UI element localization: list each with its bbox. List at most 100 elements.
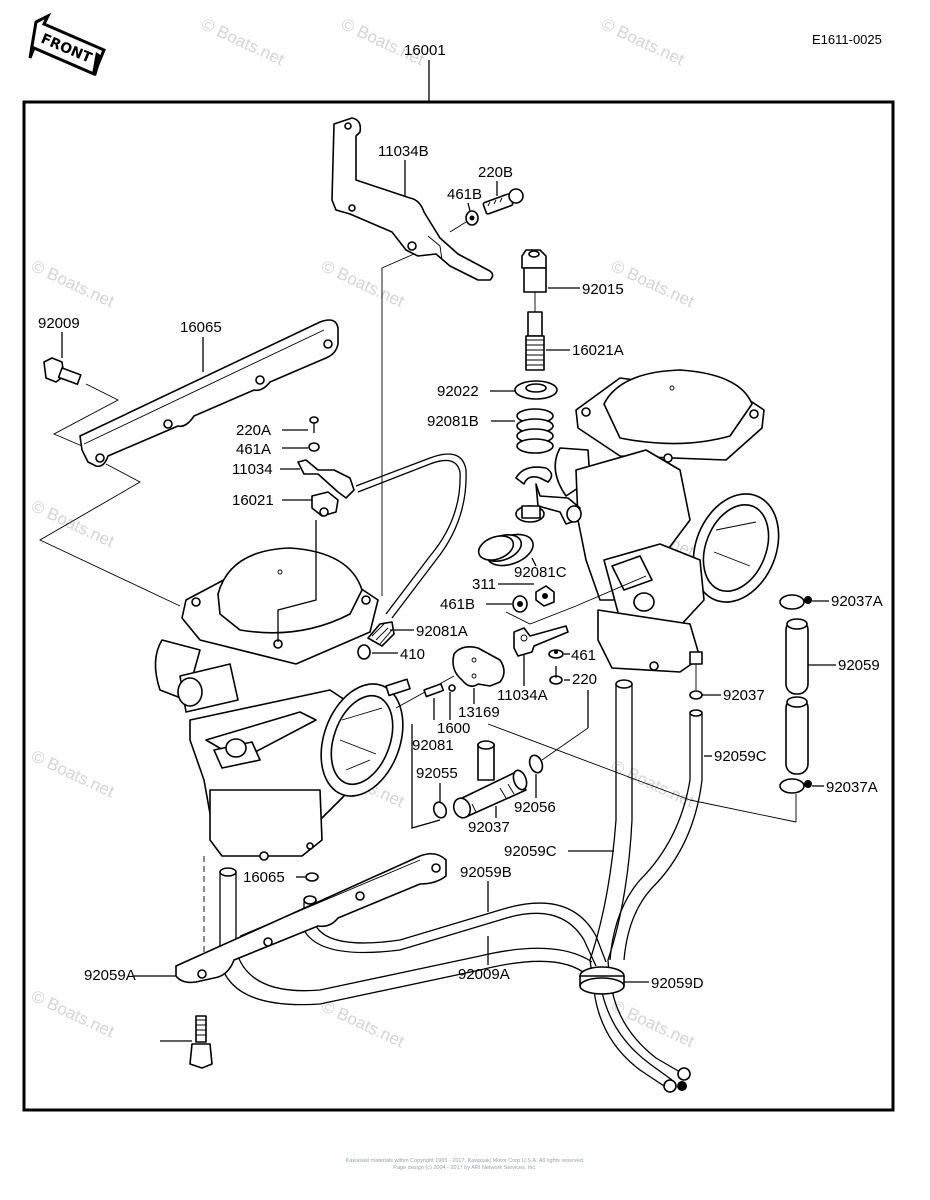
callout-92081A: 92081A: [416, 623, 468, 640]
callout-92081C: 92081C: [514, 564, 567, 581]
watermark: © Boats.net: [318, 996, 407, 1051]
callout-92059D: 92059D: [651, 975, 704, 992]
callout-461A: 461A: [236, 441, 271, 458]
clamp-92037a-top: [779, 594, 812, 610]
leader: [531, 557, 537, 567]
callout-220A: 220A: [236, 422, 271, 439]
washer-92022: [514, 380, 558, 400]
callout-11034A: 11034A: [497, 687, 548, 704]
screw-220: [549, 666, 563, 685]
assembly-line: [541, 727, 589, 761]
assembly-frame: [22, 100, 895, 1112]
front-arrow-badge: FRONT: [28, 12, 106, 76]
callout-92059B: 92009A: [458, 966, 510, 983]
watermark: © Boats.net: [608, 756, 697, 811]
assembly-line: [449, 221, 467, 233]
watermark: © Boats.net: [28, 746, 117, 801]
ring-410: [357, 644, 371, 660]
callout-311: 311: [472, 576, 496, 593]
callout-92056: 92056: [514, 799, 556, 816]
pin-1600: [423, 683, 456, 698]
nut-311: [535, 585, 555, 607]
callout-92059C-bottom: 92059B: [460, 864, 512, 881]
callout-92059C-right: 92059C: [714, 748, 767, 765]
callout-92022: 92022: [437, 383, 479, 400]
assembly-line: [381, 253, 415, 596]
callout-92059A: 92059C: [504, 843, 557, 860]
callout-16065-top: 16065: [180, 319, 222, 336]
callout-11034: 11034: [232, 461, 273, 478]
callout-92005: 92037: [468, 819, 510, 836]
footer-copyright: Kawasaki materials within Copyright 1965…: [0, 1158, 930, 1172]
bracket-leader: [411, 724, 441, 829]
boot-92081c: [477, 533, 534, 567]
washer-461a: [308, 442, 320, 452]
assembly-line: [689, 799, 797, 823]
carburetor-right: [554, 369, 780, 673]
washer-461: [548, 649, 564, 659]
leader: [277, 520, 317, 642]
assembly-line: [39, 383, 181, 607]
watermark: © Boats.net: [608, 996, 697, 1051]
callout-92015: 92015: [582, 281, 624, 298]
callout-220: 220: [572, 671, 597, 688]
callout-16021A: 16021A: [572, 342, 624, 359]
callout-461: 461: [571, 647, 596, 664]
watermark: © Boats.net: [598, 14, 687, 69]
callout-13169: 13169: [458, 704, 500, 721]
callout-11034B: 11034B: [378, 143, 429, 160]
watermark: © Boats.net: [28, 496, 117, 551]
bolt-92009a: [189, 1015, 213, 1069]
callout-92081B: 92081B: [427, 413, 479, 430]
callout-16065-bottom: 92059A: [84, 967, 136, 984]
callout-92037-left: 16065: [243, 869, 285, 886]
washer-461b-top: [465, 210, 479, 226]
plate-13169: [452, 646, 505, 688]
screw-220a: [309, 416, 319, 433]
callout-92037A-bottom: 92037A: [826, 779, 878, 796]
rail-16065-bottom: [175, 852, 447, 984]
callout-461B-mid: 461B: [440, 596, 475, 613]
throttle-cable: [357, 459, 461, 615]
rail-16065-top: [79, 319, 339, 468]
bolt-92009: [43, 357, 82, 386]
callout-92037-right: 92037: [723, 687, 765, 704]
figure-code: E1611-0025: [812, 32, 882, 47]
watermark: © Boats.net: [198, 14, 287, 69]
callout-92081: 92081: [412, 737, 454, 754]
hose-92059: [785, 618, 809, 775]
oring-92055: [432, 801, 448, 819]
screw-220b: [482, 188, 524, 215]
carburetor-left: [154, 547, 411, 861]
hose-bundle: [219, 679, 703, 1093]
clip-and-guide: [515, 466, 582, 525]
leader: [467, 202, 471, 212]
fitting-16021: [311, 491, 339, 517]
callout-461B-top: 461B: [447, 186, 482, 203]
clamp-92037a-bottom: [779, 778, 812, 794]
callout-92055: 92055: [416, 765, 458, 782]
grommet-92059d: [579, 966, 625, 995]
oring-92056: [528, 754, 544, 774]
clip-92037-left: [305, 872, 319, 882]
lever-11034: [297, 459, 355, 499]
bracket-11034a: [513, 625, 569, 657]
footer-line-1: Kawasaki materials within Copyright 1965…: [345, 1158, 585, 1164]
clip-92037-right: [689, 690, 703, 700]
assembly-line: [505, 575, 647, 625]
adjuster-16021a: [525, 311, 545, 371]
watermark: © Boats.net: [318, 256, 407, 311]
washer-461b-mid: [512, 595, 528, 613]
spring-92081b: [516, 408, 554, 454]
callout-92037A-top: 92037A: [831, 593, 883, 610]
footer-line-2: Page design (c) 2004 - 2017 by ARI Netwo…: [393, 1165, 537, 1171]
callout-410: 410: [400, 646, 425, 663]
assembly-number: 16001: [404, 42, 446, 59]
watermark: © Boats.net: [28, 256, 117, 311]
callout-92059: 92059: [838, 657, 880, 674]
callout-16021: 16021: [232, 492, 274, 509]
throttle-cable: [355, 453, 467, 619]
callout-220B: 220B: [478, 164, 513, 181]
watermark: © Boats.net: [28, 986, 117, 1041]
